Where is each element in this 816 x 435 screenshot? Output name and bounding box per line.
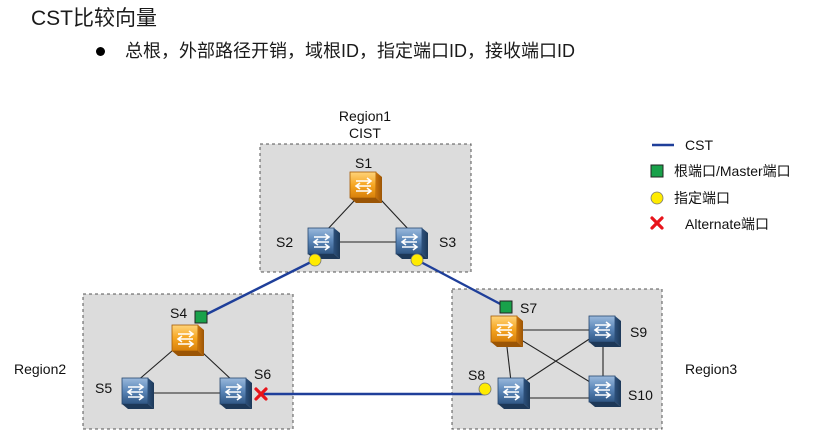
cst-link-s2-s4 xyxy=(200,258,316,319)
region1-subtitle: CIST xyxy=(349,125,381,141)
region2-box xyxy=(82,293,294,430)
legend-cst-label: CST xyxy=(685,137,713,153)
root-switch-icon xyxy=(490,315,524,348)
root-switch-icon xyxy=(349,171,383,204)
link-s8-s9 xyxy=(511,329,604,391)
switch-label-s2: S2 xyxy=(276,234,293,250)
legend-designated-port-icon xyxy=(650,191,664,205)
switch-label-s5: S5 xyxy=(95,380,112,396)
bullet-dot-icon xyxy=(96,46,105,56)
switch-label-s4: S4 xyxy=(170,305,187,321)
root-port-marker xyxy=(499,300,513,314)
legend-designated-port-label: 指定端口 xyxy=(674,190,730,206)
legend-alternate-port-icon xyxy=(650,216,664,230)
root-switch-icon xyxy=(171,324,205,357)
designated-port-marker xyxy=(410,253,424,267)
switch-label-s8: S8 xyxy=(468,367,485,383)
alternate-port-marker xyxy=(254,387,268,401)
region1-label: Region1 xyxy=(339,108,391,124)
region3-box xyxy=(451,288,663,430)
slide-title: CST比较向量 xyxy=(31,7,157,30)
region2-label: Region2 xyxy=(14,361,66,377)
switch-label-s10: S10 xyxy=(628,387,653,403)
region3-label: Region3 xyxy=(685,361,737,377)
switch-icon xyxy=(219,377,253,410)
legend-root-port-icon xyxy=(650,164,664,178)
switch-label-s1: S1 xyxy=(355,155,372,171)
switch-icon xyxy=(121,377,155,410)
cst-link-s3-s7 xyxy=(416,258,507,309)
switch-label-s9: S9 xyxy=(630,324,647,340)
switch-label-s3: S3 xyxy=(439,234,456,250)
switch-icon xyxy=(588,375,622,408)
region1-box xyxy=(259,143,472,273)
switch-label-s6: S6 xyxy=(254,366,271,382)
switch-label-s7: S7 xyxy=(520,300,537,316)
switch-icon xyxy=(497,377,531,410)
switch-icon xyxy=(395,227,429,260)
legend-alternate-port-label: Alternate端口 xyxy=(685,216,769,232)
legend: CST 根端口/Master端口 指定端口 Alternate端口 xyxy=(650,137,791,232)
bullet-item: 总根，外部路径开销，域根ID，指定端口ID，接收端口ID xyxy=(96,38,575,64)
designated-port-marker xyxy=(478,382,492,396)
bullet-text: 总根，外部路径开销，域根ID，指定端口ID，接收端口ID xyxy=(125,41,575,61)
switch-icon xyxy=(588,315,622,348)
legend-root-port-label: 根端口/Master端口 xyxy=(674,163,791,179)
cst-links xyxy=(200,258,507,396)
root-port-marker xyxy=(194,310,208,324)
designated-port-marker xyxy=(308,253,322,267)
